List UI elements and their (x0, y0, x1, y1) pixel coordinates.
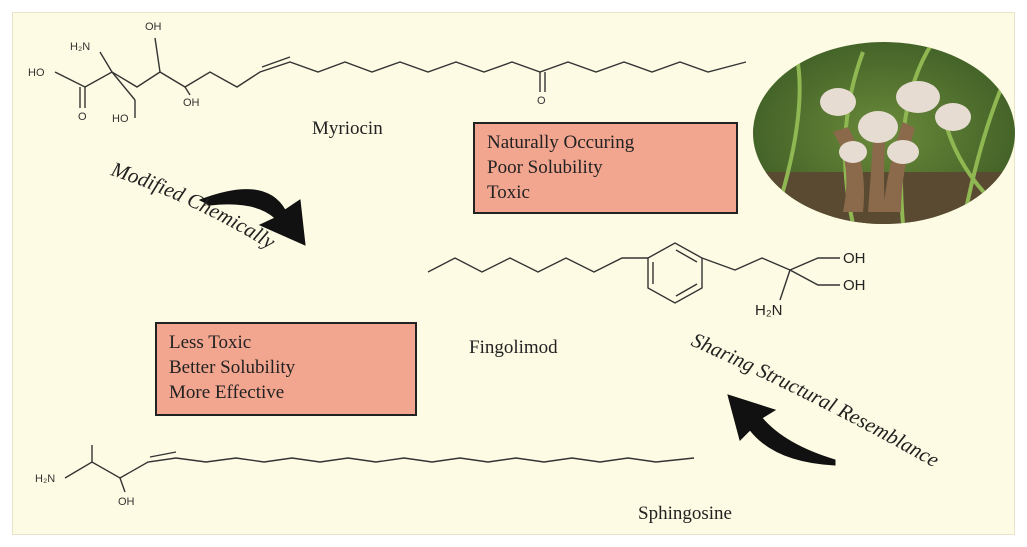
fingolimod-oh-1: OH (843, 250, 866, 267)
myriocin-oh-bottom: OH (183, 97, 200, 109)
curved-arrow-down (198, 189, 306, 246)
myriocin-h2n: H₂N (70, 41, 90, 53)
plant-photo (753, 42, 1015, 224)
property-item: Poor Solubility (487, 157, 603, 178)
fingolimod-oh-2: OH (843, 277, 866, 294)
property-item: Better Solubility (169, 357, 296, 378)
property-item: Less Toxic (169, 332, 252, 353)
sphingosine-label: Sphingosine (638, 503, 732, 524)
fingolimod-h2n: H₂N (755, 302, 783, 319)
sphingosine-h2n: H₂N (35, 473, 55, 485)
curved-arrow-up (727, 394, 836, 466)
property-item: More Effective (169, 382, 285, 403)
myriocin-ho-bottom: HO (112, 113, 129, 125)
myriocin-ketone-o: O (537, 95, 546, 107)
fingolimod-label: Fingolimod (469, 337, 558, 358)
property-item: Naturally Occuring (487, 132, 635, 153)
sphingosine-oh: OH (118, 496, 135, 508)
myriocin-o-acid: O (78, 111, 87, 123)
fingolimod-properties-box: Less Toxic Better Solubility More Effect… (155, 322, 417, 416)
myriocin-properties-box: Naturally Occuring Poor Solubility Toxic (473, 122, 738, 214)
myriocin-ho-acid: HO (28, 67, 45, 79)
property-item: Toxic (487, 182, 530, 203)
myriocin-oh-top: OH (145, 21, 162, 33)
myriocin-label: Myriocin (312, 118, 383, 139)
